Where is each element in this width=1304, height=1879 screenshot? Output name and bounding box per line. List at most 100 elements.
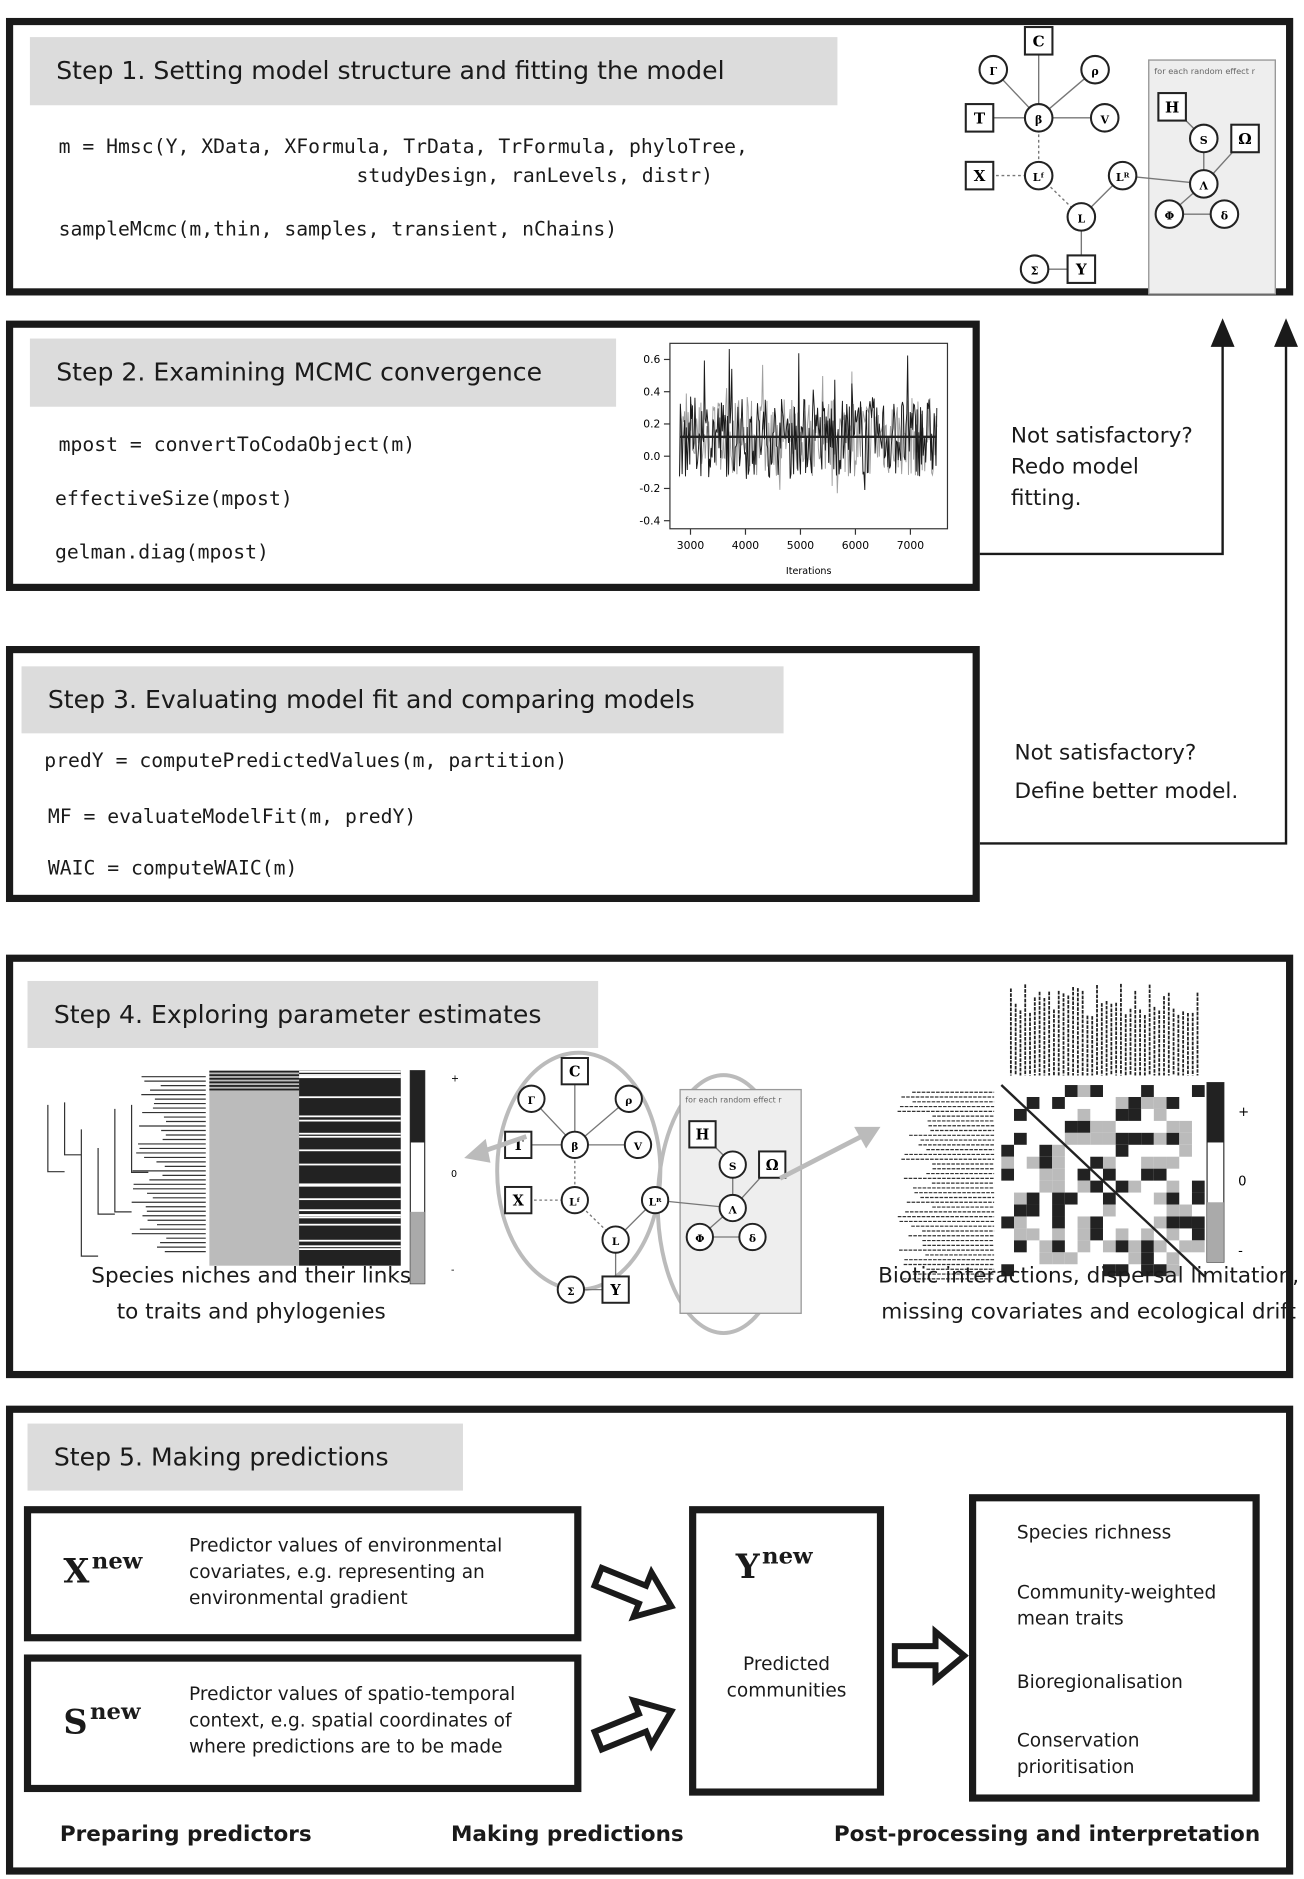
heat-stripe: [209, 1077, 300, 1080]
species-niche-heatmap-with-phylogeny: +0-: [47, 1070, 459, 1285]
association-cell: [1014, 1132, 1027, 1145]
scale-positive: [410, 1070, 425, 1143]
description-line: Predictor values of spatio-temporal: [189, 1683, 516, 1705]
association-cell: [1039, 1180, 1053, 1193]
arrow-snew-to-ynew: [590, 1695, 676, 1754]
association-cell: [1128, 1096, 1142, 1109]
heat-stripe: [299, 1070, 401, 1073]
step2-code-line: gelman.diag(mpost): [55, 540, 269, 564]
association-cell: [1052, 1192, 1065, 1205]
heat-stripe: [299, 1248, 401, 1251]
association-cell: [1077, 1108, 1091, 1121]
association-cell: [1102, 1120, 1116, 1133]
dag-node-parameter: [718, 1150, 747, 1179]
association-cell: [1026, 1096, 1040, 1109]
dag-node-parameter: [718, 1193, 747, 1223]
feedback-line: Define better model.: [1014, 778, 1239, 804]
pointer-arrowhead-left: [464, 1138, 491, 1163]
x-tick-label: 3000: [677, 539, 705, 552]
dag-node-parameter: [685, 1222, 714, 1252]
dag-node-label: Ω: [1238, 130, 1251, 148]
association-cell: [1166, 1252, 1180, 1265]
association-cell: [1191, 1240, 1205, 1253]
dag-node-observed: [688, 1120, 717, 1149]
association-cell: [1179, 1240, 1192, 1253]
association-cell: [1064, 1132, 1078, 1145]
y-tick-label: 0.0: [643, 450, 660, 463]
dag-node-label: H: [696, 1127, 710, 1144]
association-cell: [1090, 1120, 1103, 1133]
scale-label: +: [451, 1073, 459, 1084]
x-tick-label: 4000: [732, 539, 760, 552]
feedback-line: Not satisfactory?: [1010, 423, 1193, 449]
dag-node-label: V: [1099, 113, 1109, 126]
dag-node-parameter: [560, 1130, 589, 1160]
heat-stripe: [299, 1239, 401, 1242]
dag-node-observed: [1023, 26, 1054, 56]
pointer-arrow-right: [778, 1134, 863, 1181]
species-association-matrix: +0-: [897, 983, 1249, 1280]
output-conservation: Conservation prioritisation: [1016, 1729, 1140, 1778]
association-cell: [1026, 1204, 1040, 1217]
scale-label: 0: [451, 1169, 457, 1180]
dag-node-observed: [1157, 92, 1187, 122]
association-cell: [1001, 1156, 1015, 1169]
heat-stripe: [299, 1075, 401, 1078]
dag-node-label: Λ: [1199, 179, 1209, 192]
heat-stripe: [299, 1074, 401, 1076]
scale-label: 0: [1238, 1175, 1246, 1190]
association-cell: [1090, 1156, 1103, 1169]
association-cell: [1141, 1168, 1154, 1181]
heat-stripe: [299, 1245, 401, 1248]
step3-code-line: predY = computePredictedValues(m, partit…: [44, 748, 568, 772]
plate-label: for each random effect r: [685, 1096, 782, 1105]
dag-node-parameter: [1080, 54, 1110, 85]
association-cell: [1179, 1204, 1192, 1217]
dag-node-parameter: [1188, 169, 1219, 199]
step2-code-line: effectiveSize(mpost): [55, 486, 293, 510]
dag-node-label: S: [729, 1161, 737, 1173]
dag-node-label: δ: [1221, 210, 1228, 223]
heat-stripe: [209, 1070, 300, 1073]
association-cell: [1179, 1132, 1192, 1145]
association-cell: [1115, 1108, 1129, 1121]
dag-node-parameter: [1209, 199, 1240, 229]
association-cell: [1090, 1132, 1103, 1145]
step4-title: Step 4. Exploring parameter estimates: [27, 980, 599, 1048]
xnew-superscript: new: [91, 1548, 143, 1575]
association-cell: [1166, 1156, 1180, 1169]
dag-node-parameter: [640, 1185, 670, 1215]
heat-stripe: [209, 1081, 300, 1084]
ynew-superscript: new: [762, 1543, 813, 1570]
heat-stripe: [299, 1096, 401, 1099]
association-cell: [1153, 1168, 1167, 1181]
association-cell: [1014, 1204, 1027, 1217]
association-cell: [1001, 1144, 1015, 1157]
heat-stripe: [299, 1119, 401, 1122]
heat-stripe: [299, 1184, 401, 1187]
caption-line: Species niches and their links: [91, 1263, 412, 1289]
dag-node-parameter: [1107, 160, 1138, 191]
dag-node-parameter: [1023, 160, 1054, 191]
description-line: where predictions are to be made: [189, 1735, 503, 1758]
association-cell: [1141, 1156, 1154, 1169]
association-cell: [1115, 1228, 1129, 1241]
pointer-arrowhead-right: [854, 1126, 881, 1149]
association-cell: [1052, 1228, 1065, 1241]
association-cell: [1115, 1180, 1129, 1193]
association-cell: [1153, 1192, 1167, 1205]
scale-label: +: [1238, 1105, 1249, 1120]
dag-node-label: V: [633, 1141, 643, 1153]
association-cell: [1052, 1252, 1065, 1265]
plate-label: for each random effect r: [1154, 66, 1255, 76]
caption-line: Biotic interactions, dispersal limitatio…: [878, 1263, 1300, 1289]
dag-node-label: Lᴿ: [649, 1196, 662, 1208]
association-cell: [1077, 1120, 1091, 1133]
snew-superscript: new: [90, 1698, 141, 1726]
association-cell: [1090, 1180, 1103, 1193]
matrix-diagonal: [1000, 1084, 1206, 1278]
